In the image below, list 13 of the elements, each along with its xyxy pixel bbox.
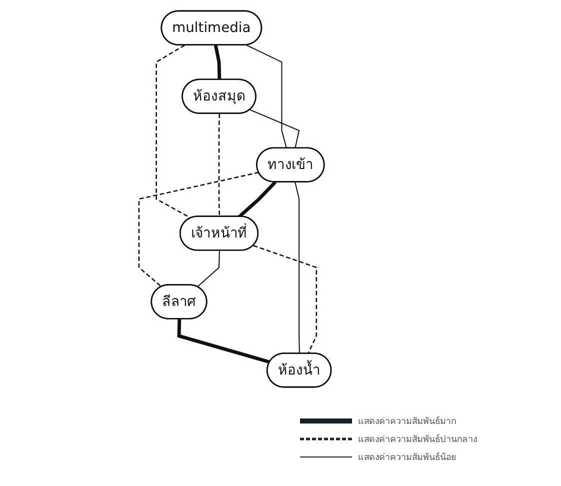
legend-text: แสดงค่าความสัมพันธ์น้อย	[358, 451, 456, 464]
connector	[253, 244, 318, 354]
connector	[214, 44, 222, 80]
connector	[177, 318, 270, 364]
connector	[138, 172, 259, 288]
connector	[250, 109, 300, 148]
connector	[218, 114, 220, 217]
legend-text: แสดงค่าความสัมพันธ์ปานกลาง	[358, 433, 477, 446]
connector	[294, 182, 300, 354]
connector	[238, 180, 277, 218]
connector	[196, 250, 220, 288]
legend-text: แสดงค่าความสัมพันธ์มาก	[358, 415, 456, 428]
connector	[246, 44, 288, 148]
